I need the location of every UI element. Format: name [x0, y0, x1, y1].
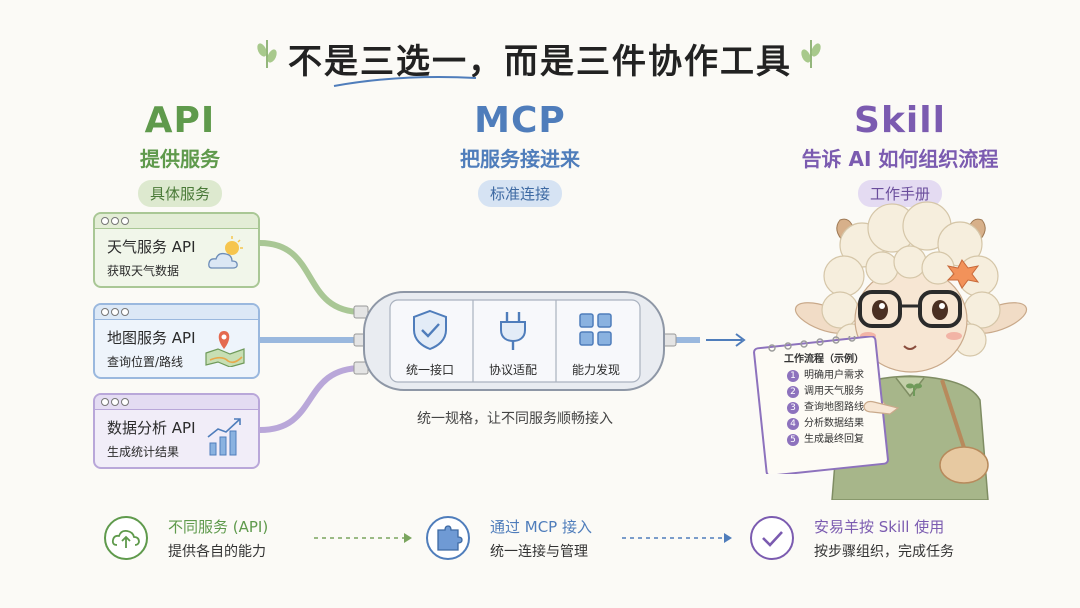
api-subtitle: 提供服务: [140, 147, 220, 171]
hub-label: 统一接口: [405, 363, 454, 377]
step-number-5: 5: [787, 434, 799, 446]
chart-icon: [207, 418, 241, 456]
api-header: API 提供服务 具体服务: [80, 100, 280, 207]
service-desc: 获取天气数据: [107, 264, 180, 278]
weather-icon: [208, 236, 243, 269]
hub-protocol-adapter: 协议适配: [475, 302, 551, 382]
bottom-title: 通过 MCP 接入: [490, 518, 592, 536]
service-desc: 生成统计结果: [107, 445, 180, 459]
step-number-1: 1: [787, 370, 799, 382]
mcp-header: MCP 把服务接进来 标准连接: [400, 100, 640, 207]
step-number-2: 2: [787, 386, 799, 398]
step-number-3: 3: [787, 402, 799, 414]
step-number-4: 4: [787, 418, 799, 430]
flow-arrow-2: [622, 533, 732, 543]
service-name: 地图服务 API: [107, 329, 196, 347]
skill-header: Skill 告诉 AI 如何组织流程 工作手册: [770, 100, 1030, 207]
hub-label: 能力发现: [571, 363, 620, 377]
skill-title: Skill: [854, 100, 946, 141]
bottom-desc: 提供各自的能力: [168, 544, 266, 560]
service-name: 天气服务 API: [107, 238, 196, 256]
flow-arrow-1: [314, 533, 412, 543]
shield-icon: [413, 309, 447, 351]
service-card-map: 地图服务 API 查询位置/路线: [93, 303, 260, 379]
service-card-analytics: 数据分析 API 生成统计结果: [93, 393, 260, 469]
bottom-title: 不同服务 (API): [168, 518, 269, 536]
api-title: API: [144, 100, 216, 141]
hub-label: 协议适配: [488, 363, 537, 377]
puzzle-icon: [426, 516, 470, 560]
bottom-title: 安易羊按 Skill 使用: [814, 518, 945, 536]
service-desc: 查询位置/路线: [107, 355, 184, 369]
skill-subtitle: 告诉 AI 如何组织流程: [801, 147, 999, 171]
hub-unified-interface: 统一接口: [392, 302, 468, 382]
mcp-subtitle: 把服务接进来: [460, 147, 580, 171]
bottom-desc: 统一连接与管理: [490, 544, 588, 560]
bottom-desc: 按步骤组织，完成任务: [814, 544, 954, 560]
service-name: 数据分析 API: [107, 419, 196, 437]
mcp-tag: 标准连接: [477, 180, 562, 207]
map-icon: [205, 331, 245, 367]
mcp-title: MCP: [474, 100, 566, 141]
hub-caption: 统一规格，让不同服务顺畅接入: [417, 411, 613, 427]
grid-icon: [579, 313, 612, 346]
cloud-upload-icon: [104, 516, 148, 560]
page-title: 不是三选一，而是三件协作工具: [288, 42, 792, 82]
api-tag: 具体服务: [137, 180, 222, 207]
hub-capability-discovery: 能力发现: [558, 302, 634, 382]
leaf-left-icon: [257, 40, 277, 68]
check-icon: [750, 516, 794, 560]
plug-icon: [500, 312, 526, 350]
service-card-weather: 天气服务 API 获取天气数据: [93, 212, 260, 288]
pointing-hand-icon: [863, 400, 900, 415]
leaf-right-icon: [801, 40, 821, 68]
title-underline: [333, 76, 477, 87]
notebook-title: 工作流程（示例）: [784, 354, 864, 365]
